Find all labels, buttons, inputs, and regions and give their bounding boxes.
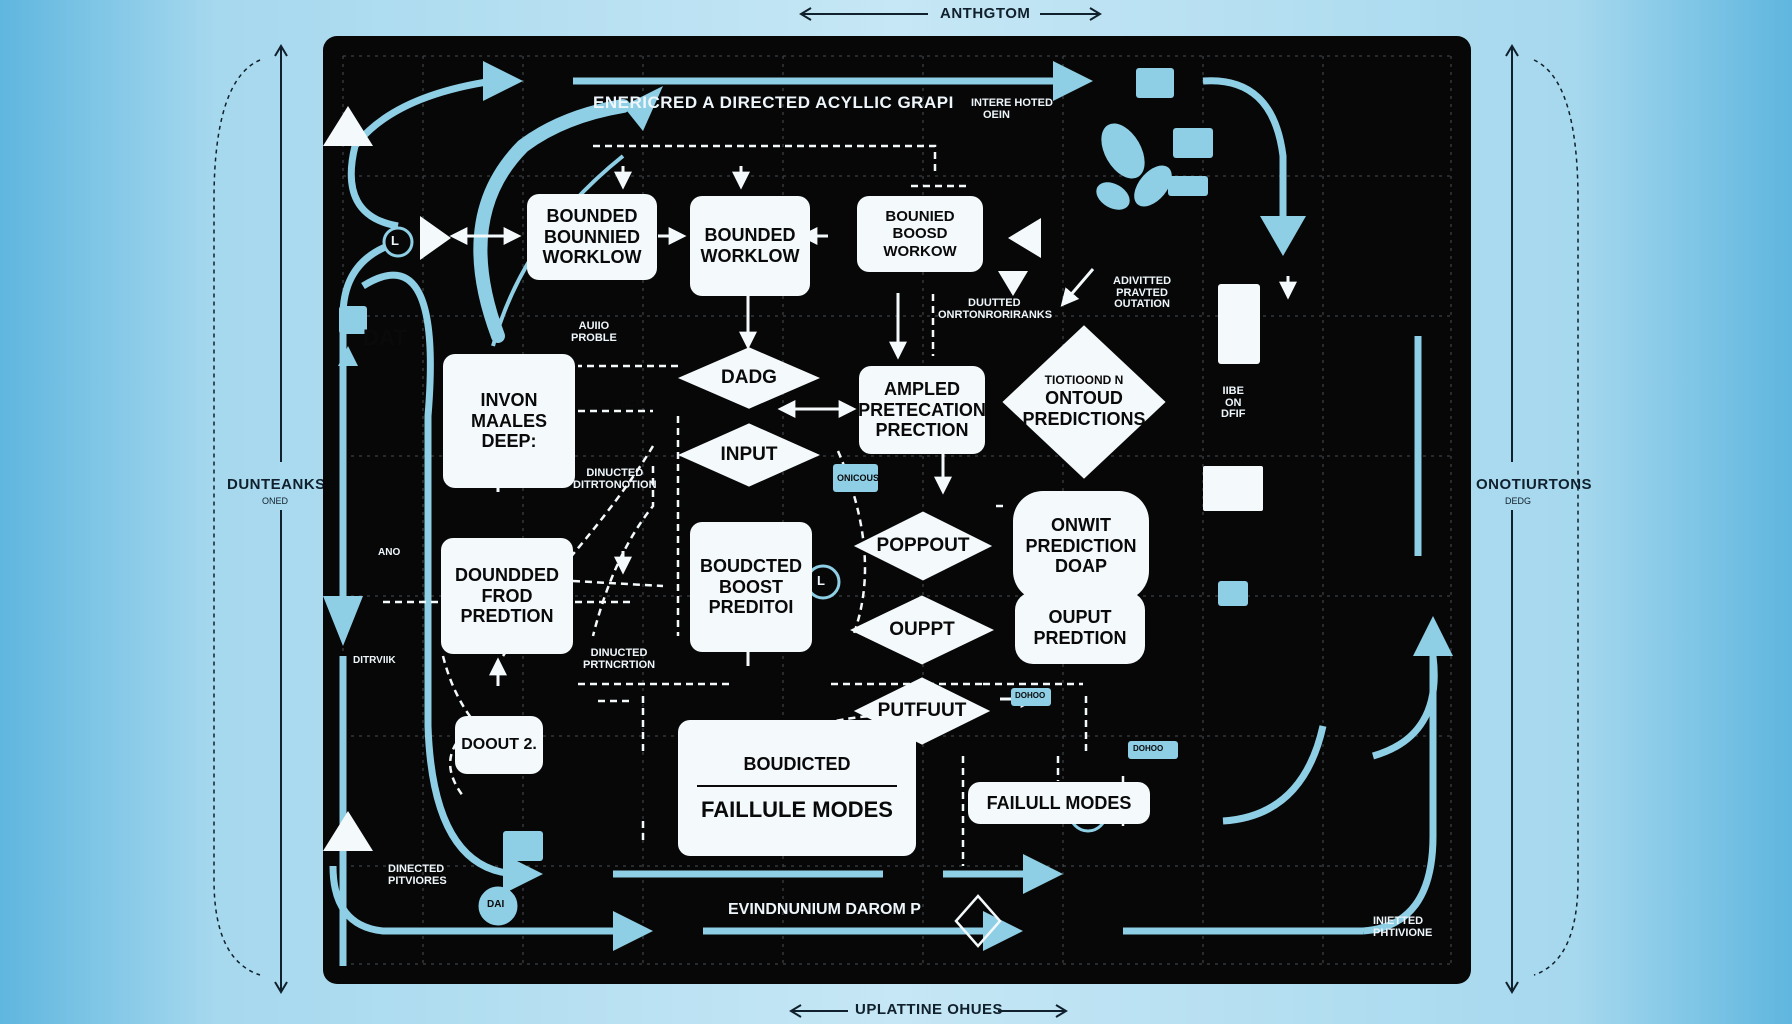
- label-dcn: DCN: [621, 399, 643, 410]
- diagram-board: ENERICRED A DIRECTED ACYLLIC GRAPI EVIND…: [323, 36, 1471, 984]
- label-ano: ANO: [378, 547, 401, 558]
- diagram-title: ENERICRED A DIRECTED ACYLLIC GRAPI: [593, 93, 954, 112]
- label-l-top: L: [391, 233, 399, 248]
- diamond-putfuut[interactable]: PUTFUUT: [851, 676, 993, 746]
- diamond-poppout[interactable]: POPPOUT: [851, 510, 995, 582]
- diagram-footer: EVINDNUNIUM DAROM P: [728, 901, 921, 918]
- label-pill: DOHOO: [1015, 691, 1046, 700]
- outer-bottom-label: UPLATTINE OHUES: [855, 1001, 1004, 1018]
- label-dirkn: DITRVIIK: [353, 655, 396, 666]
- outer-left-sublabel: ONED: [262, 496, 289, 506]
- outer-right-sublabel: DEDG: [1505, 496, 1532, 506]
- diamond-dadg[interactable]: DADG: [675, 346, 823, 410]
- outer-top-label: ANTHGTOM: [940, 5, 1031, 22]
- label-orb: DAI: [487, 899, 505, 910]
- outer-left-label: DUNTEANKS: [227, 476, 326, 493]
- box-failure-modes-main[interactable]: BOUDICTED FAILLULE MODES: [678, 720, 916, 856]
- box-dout[interactable]: DOOUT 2.: [455, 716, 543, 774]
- box-failure-modes-small[interactable]: FAILULL MODES: [968, 782, 1150, 824]
- label-dat: DAT: [363, 325, 407, 350]
- label-pill-2: DOHOO: [1133, 744, 1164, 753]
- outer-right-label: ONOTIURTONS: [1476, 476, 1593, 493]
- diamond-oupt[interactable]: OUPPT: [847, 594, 997, 666]
- label-l-mid: L: [817, 573, 825, 588]
- diamond-input[interactable]: INPUT: [675, 422, 823, 488]
- label-green-tag: ONICOUS: [837, 473, 880, 483]
